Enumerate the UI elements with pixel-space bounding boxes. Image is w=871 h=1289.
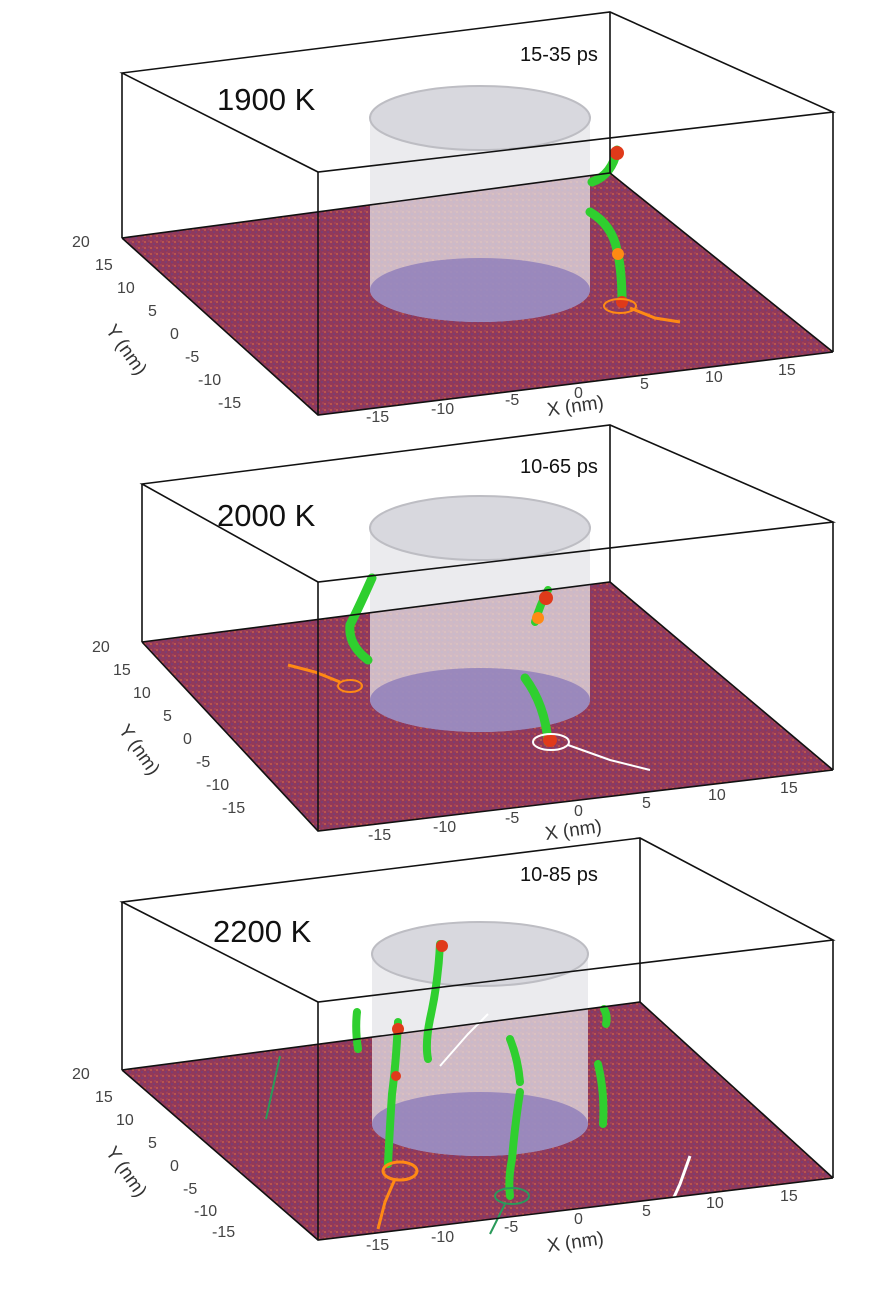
bounding-box — [119, 837, 836, 1241]
x-tick: 0 — [574, 385, 583, 402]
x-tick: -5 — [504, 1219, 518, 1236]
x-tick: -10 — [433, 819, 456, 836]
x-tick: 5 — [642, 1203, 651, 1220]
panel-2000k: 20 15 10 5 0 -5 -10 -15 -15 -10 -5 0 5 1… — [0, 420, 871, 850]
panel-figure: 20 15 10 5 0 -5 -10 -15 -15 -10 -5 0 5 1… — [72, 11, 836, 426]
y-tick: 5 — [148, 1135, 157, 1152]
x-tick: 0 — [574, 1211, 583, 1228]
y-tick: -15 — [222, 800, 245, 817]
x-tick: 10 — [705, 369, 723, 386]
y-tick: -5 — [185, 349, 199, 366]
time-range-label: 10-85 ps — [520, 864, 598, 886]
dislocation-line — [287, 573, 651, 771]
y-tick: 20 — [72, 234, 90, 251]
y-tick: -10 — [194, 1203, 217, 1220]
x-axis-label: X (nm) — [546, 392, 605, 421]
cylinder-volume — [369, 85, 591, 322]
x-tick: -5 — [505, 392, 519, 409]
temperature-label: 2000 K — [217, 498, 316, 533]
dislocation-lines — [352, 940, 611, 1200]
y-tick: -10 — [198, 372, 221, 389]
y-tick: -5 — [196, 754, 210, 771]
x-axis-label: X (nm) — [546, 1228, 605, 1257]
y-tick: 20 — [72, 1066, 90, 1083]
y-tick: 15 — [95, 257, 113, 274]
panel-2200k: 20 15 10 5 0 -5 -10 -15 -15 -10 -5 0 5 1… — [0, 834, 871, 1264]
y-tick: -10 — [206, 777, 229, 794]
x-tick: 5 — [640, 376, 649, 393]
y-axis-label: Y (nm) — [114, 721, 164, 779]
x-tick: 10 — [706, 1195, 724, 1212]
x-tick: -5 — [505, 810, 519, 827]
panel-1900k: 20 15 10 5 0 -5 -10 -15 -15 -10 -5 0 5 1… — [0, 0, 871, 430]
x-tick: 15 — [778, 362, 796, 379]
y-tick: -5 — [183, 1181, 197, 1198]
x-tick: 5 — [642, 795, 651, 812]
y-tick: 0 — [170, 1158, 179, 1175]
y-tick: 5 — [148, 303, 157, 320]
x-tick: -10 — [431, 1229, 454, 1246]
cylinder-volume — [369, 495, 591, 732]
y-tick: 10 — [116, 1112, 134, 1129]
y-tick: 10 — [133, 685, 151, 702]
y-axis-label: Y (nm) — [101, 321, 151, 379]
dislocation-tips — [391, 940, 448, 1081]
x-tick: -15 — [366, 1237, 389, 1254]
y-tick: 0 — [183, 731, 192, 748]
x-tick: 15 — [780, 1188, 798, 1205]
x-tick: 15 — [780, 780, 798, 797]
bounding-box — [139, 424, 837, 832]
y-axis-label: Y (nm) — [101, 1143, 151, 1201]
x-tick: -15 — [366, 409, 389, 426]
time-range-label: 10-65 ps — [520, 456, 598, 478]
bounding-box — [119, 11, 836, 416]
temperature-label: 1900 K — [217, 82, 316, 117]
y-tick: 15 — [95, 1089, 113, 1106]
panel-figure: 20 15 10 5 0 -5 -10 -15 -15 -10 -5 0 5 1… — [92, 424, 837, 845]
x-tick: -15 — [368, 827, 391, 844]
x-tick: 10 — [708, 787, 726, 804]
panel-figure: 20 15 10 5 0 -5 -10 -15 -15 -10 -5 0 5 1… — [72, 837, 836, 1257]
time-range-label: 15-35 ps — [520, 44, 598, 66]
x-tick: -10 — [431, 401, 454, 418]
y-tick: 0 — [170, 326, 179, 343]
cylinder-volume — [371, 921, 589, 1156]
x-tick: 0 — [574, 803, 583, 820]
y-tick: -15 — [218, 395, 241, 412]
y-tick: 15 — [113, 662, 131, 679]
trajectories — [265, 1013, 692, 1235]
y-tick: 5 — [163, 708, 172, 725]
y-tick: -15 — [212, 1224, 235, 1241]
dislocation-line — [585, 145, 681, 324]
temperature-label: 2200 K — [213, 914, 312, 949]
y-tick: 10 — [117, 280, 135, 297]
y-tick: 20 — [92, 639, 110, 656]
